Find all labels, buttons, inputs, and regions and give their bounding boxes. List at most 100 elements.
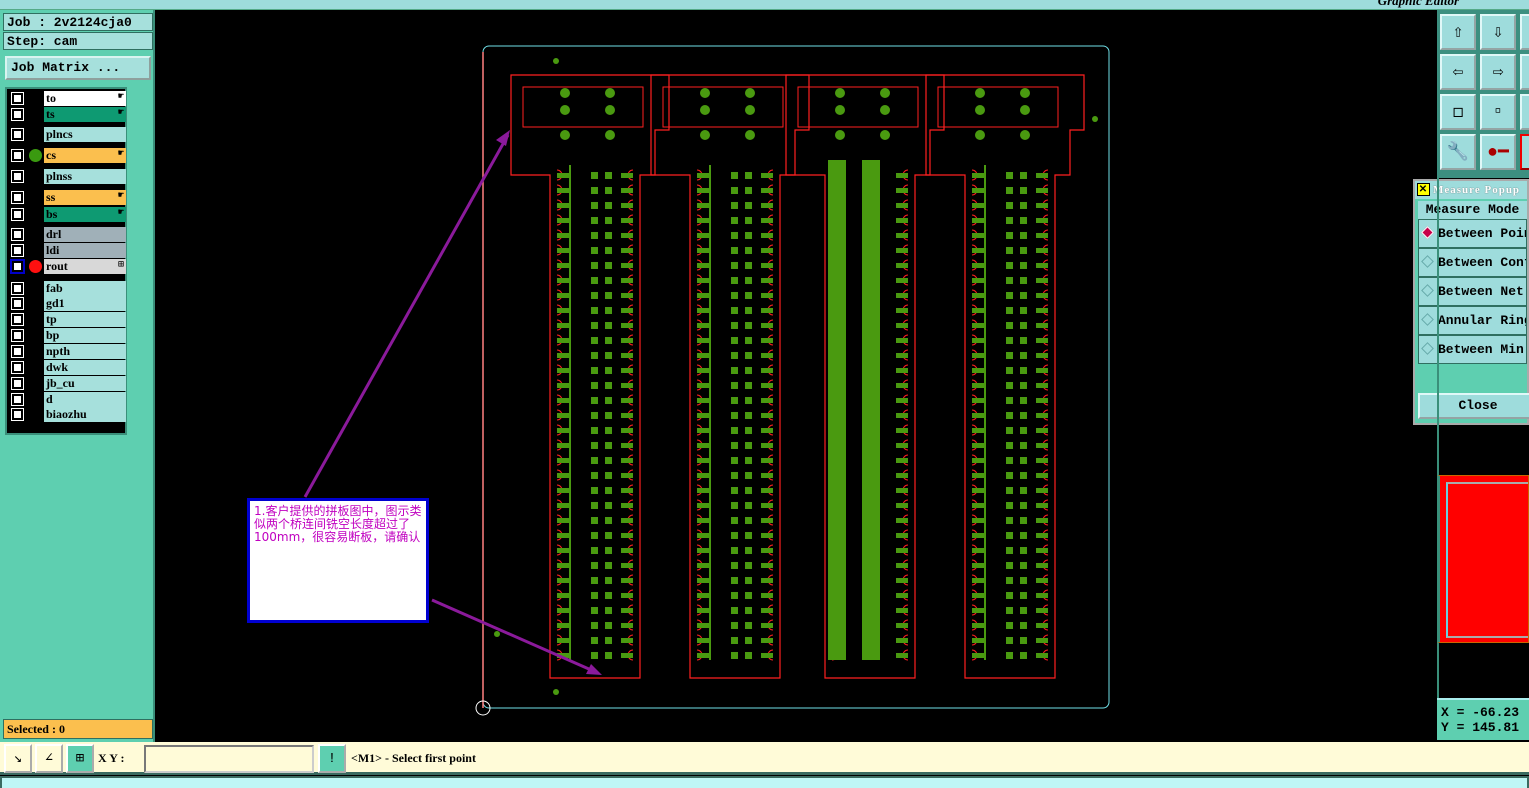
layer-checkbox[interactable] (11, 92, 24, 105)
layer-row-plnss[interactable]: plnss (9, 169, 127, 184)
layer-row-bs[interactable]: bs☛ (9, 207, 127, 222)
finger-pad (621, 383, 633, 388)
layer-checkbox[interactable] (11, 149, 24, 162)
layer-name[interactable]: ldi (44, 243, 126, 258)
layer-row-jb_cu[interactable]: jb_cu (9, 376, 127, 391)
pad (591, 457, 598, 464)
pad (605, 202, 612, 209)
pan-left-button[interactable]: ⇦ (1440, 54, 1476, 90)
fiducial (494, 631, 500, 637)
layer-checkbox[interactable] (11, 208, 24, 221)
layer-row-d[interactable]: d (9, 392, 127, 407)
alert-button[interactable]: ! (318, 744, 346, 773)
finger-pad (621, 653, 633, 658)
line-tool-button[interactable]: ↘ (4, 744, 32, 773)
layer-name[interactable]: biaozhu (44, 407, 126, 422)
layer-row-drl[interactable]: drl (9, 227, 127, 242)
layer-name[interactable]: bs (44, 207, 126, 222)
arrow-head (586, 664, 602, 675)
layer-checkbox[interactable] (11, 191, 24, 204)
finger-pad (1036, 488, 1048, 493)
zoom-out-button[interactable]: ◻ (1440, 94, 1476, 130)
pad (1006, 217, 1013, 224)
pad (745, 187, 752, 194)
layer-name[interactable]: plncs (44, 127, 126, 142)
measure-option[interactable]: Annular Ring (1418, 306, 1527, 335)
fit-button[interactable] (1520, 94, 1529, 130)
grid-button[interactable]: ⊞ (66, 744, 94, 773)
layer-name[interactable]: rout (44, 259, 126, 274)
zoom-in-button[interactable]: ▫ (1480, 94, 1516, 130)
layer-row-fab[interactable]: fab (9, 281, 127, 296)
layer-checkbox[interactable] (11, 282, 24, 295)
layer-checkbox[interactable] (11, 313, 24, 326)
settings-button[interactable]: 🔧 (1440, 134, 1476, 170)
pan-right-button[interactable]: ⇨ (1480, 54, 1516, 90)
finger-pad (896, 458, 908, 463)
hand-icon: ☛ (117, 208, 124, 219)
pan-up-button[interactable]: ⇧ (1440, 14, 1476, 50)
layer-row-plncs[interactable]: plncs (9, 127, 127, 142)
measure-option[interactable]: Between Net (1418, 277, 1527, 306)
tool-button[interactable] (1520, 54, 1529, 90)
layer-row-ss[interactable]: ss☛ (9, 190, 127, 205)
finger-pad (1036, 533, 1048, 538)
measure-popup-titlebar[interactable]: ✕Measure Popup (1415, 181, 1527, 199)
layer-checkbox[interactable] (11, 377, 24, 390)
layer-row-dwk[interactable]: dwk (9, 360, 127, 375)
layer-row-rout[interactable]: rout⊞ (9, 259, 127, 274)
layer-row-ldi[interactable]: ldi (9, 243, 127, 258)
layer-name[interactable]: fab (44, 281, 126, 296)
layer-name[interactable]: to (44, 91, 126, 106)
measure-option[interactable]: Between Contours (1418, 248, 1527, 277)
layer-name[interactable]: ts (44, 107, 126, 122)
layer-checkbox[interactable] (11, 329, 24, 342)
layer-checkbox[interactable] (11, 408, 24, 421)
measure-button[interactable] (1520, 134, 1529, 170)
layer-name[interactable]: d (44, 392, 126, 407)
layer-checkbox[interactable] (11, 297, 24, 310)
layer-name[interactable]: tp (44, 312, 126, 327)
measure-option[interactable]: Between Points (1418, 219, 1527, 248)
layer-checkbox[interactable] (11, 244, 24, 257)
graphic-canvas[interactable] (155, 10, 1437, 742)
layer-name[interactable]: jb_cu (44, 376, 126, 391)
xy-input[interactable] (144, 745, 314, 773)
layer-checkbox[interactable] (11, 345, 24, 358)
layer-row-tp[interactable]: tp (9, 312, 127, 327)
layer-row-biaozhu[interactable]: biaozhu (9, 407, 127, 422)
close-icon[interactable]: ✕ (1417, 183, 1430, 196)
layer-checkbox[interactable] (11, 128, 24, 141)
pad (731, 487, 738, 494)
layer-checkbox[interactable] (11, 361, 24, 374)
layer-name[interactable]: npth (44, 344, 126, 359)
layer-checkbox[interactable] (11, 228, 24, 241)
finger-pad (896, 488, 908, 493)
layer-name[interactable]: bp (44, 328, 126, 343)
layer-name[interactable]: cs (44, 148, 126, 163)
angle-tool-button[interactable]: ∠ (35, 744, 63, 773)
finger-pad (761, 263, 773, 268)
layer-checkbox[interactable] (11, 108, 24, 121)
pad (731, 502, 738, 509)
layer-checkbox[interactable] (11, 170, 24, 183)
layer-name[interactable]: ss (44, 190, 126, 205)
pan-down-button[interactable]: ⇩ (1480, 14, 1516, 50)
layer-name[interactable]: gd1 (44, 296, 126, 311)
layer-checkbox[interactable] (11, 393, 24, 406)
layer-row-to[interactable]: to☛ (9, 91, 127, 106)
layer-row-ts[interactable]: ts☛ (9, 107, 127, 122)
layer-row-bp[interactable]: bp (9, 328, 127, 343)
layer-checkbox[interactable] (10, 259, 25, 274)
close-button[interactable]: Close (1418, 393, 1529, 419)
layer-name[interactable]: dwk (44, 360, 126, 375)
snap-button[interactable]: ●━ (1480, 134, 1516, 170)
zoom-button[interactable] (1520, 14, 1529, 50)
layer-name[interactable]: plnss (44, 169, 126, 184)
layer-name[interactable]: drl (44, 227, 126, 242)
job-matrix-button[interactable]: Job Matrix ... (5, 56, 151, 80)
measure-option[interactable]: Between Min (1418, 335, 1527, 364)
layer-row-gd1[interactable]: gd1 (9, 296, 127, 311)
layer-row-cs[interactable]: cs☛ (9, 148, 127, 163)
layer-row-npth[interactable]: npth (9, 344, 127, 359)
